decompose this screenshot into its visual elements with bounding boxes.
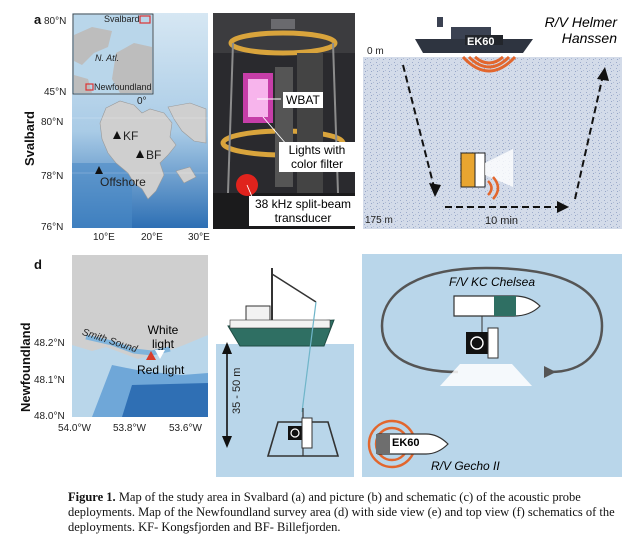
inset-label-newfoundland: Newfoundland — [94, 82, 152, 92]
red-light-label: Red light — [137, 363, 185, 377]
site-marker-offshore — [95, 166, 103, 174]
lon-tick-10e: 10°E — [93, 232, 115, 243]
inset-label-natl: N. Atl. — [95, 53, 120, 63]
gecho-vessel-label: R/V Gecho II — [431, 459, 500, 473]
svalbard-map — [72, 13, 208, 228]
ek60-label-f: EK60 — [392, 437, 420, 449]
fishing-vessel-label: F/V KC Chelsea — [449, 275, 536, 289]
inset-lon-0: 0° — [137, 96, 147, 107]
figure-caption-label: Figure 1. — [68, 490, 116, 504]
lat-tick-80: 80°N — [41, 117, 64, 128]
depth-range-label: 35 - 50 m — [231, 344, 243, 414]
inset-label-svalbard: Svalbard — [104, 14, 140, 24]
white-light-marker — [155, 350, 165, 359]
research-vessel-label: R/V Helmer Hanssen — [527, 14, 617, 46]
white-light-label: White light — [147, 323, 179, 351]
wbat-label: WBAT — [283, 92, 323, 108]
site-marker-bf — [136, 150, 144, 158]
site-label-bf: BF — [146, 148, 162, 162]
ek60-label-c: EK60 — [467, 36, 495, 48]
side-view-schematic — [216, 262, 354, 477]
time-label: 10 min — [485, 215, 519, 227]
lat-tick-76: 76°N — [41, 222, 64, 233]
figure-caption: Figure 1. Map of the study area in Svalb… — [68, 490, 616, 535]
row-label-svalbard: Svalbard — [22, 111, 37, 166]
transducer-label: 38 kHz split-beam transducer — [249, 196, 357, 226]
lat-tick-78: 78°N — [41, 171, 64, 182]
d-lon-tick-538: 53.8°W — [113, 423, 146, 434]
inset-lat-80: 80°N — [44, 16, 67, 27]
d-lon-tick-536: 53.6°W — [169, 423, 202, 434]
depth-bottom-label: 175 m — [365, 215, 393, 226]
lon-tick-30e: 30°E — [188, 232, 210, 243]
research-vessel-name: R/V Helmer Hanssen — [544, 14, 617, 46]
site-label-offshore: Offshore — [100, 175, 146, 189]
panel-a-letter: a — [34, 12, 42, 27]
site-marker-kf — [113, 131, 121, 139]
inset-lat-45: 45°N — [44, 87, 67, 98]
site-label-kf: KF — [123, 129, 139, 143]
top-view-schematic — [362, 254, 622, 477]
red-light-marker — [146, 351, 156, 360]
echogram-schematic — [363, 13, 622, 229]
newfoundland-map — [72, 255, 208, 417]
d-lat-tick-482: 48.2°N — [34, 338, 65, 349]
row-label-newfoundland: Newfoundland — [18, 322, 33, 412]
depth-top-label: 0 m — [367, 46, 384, 57]
d-lat-tick-480: 48.0°N — [34, 411, 65, 422]
d-lon-tick-540: 54.0°W — [58, 423, 91, 434]
figure-caption-text: Map of the study area in Svalbard (a) an… — [68, 490, 615, 534]
lights-label: Lights with color filter — [279, 142, 355, 172]
lon-tick-20e: 20°E — [141, 232, 163, 243]
d-lat-tick-481: 48.1°N — [34, 375, 65, 386]
depth-range-text: 35 - 50 m — [231, 367, 243, 414]
panel-d-letter: d — [34, 257, 42, 272]
